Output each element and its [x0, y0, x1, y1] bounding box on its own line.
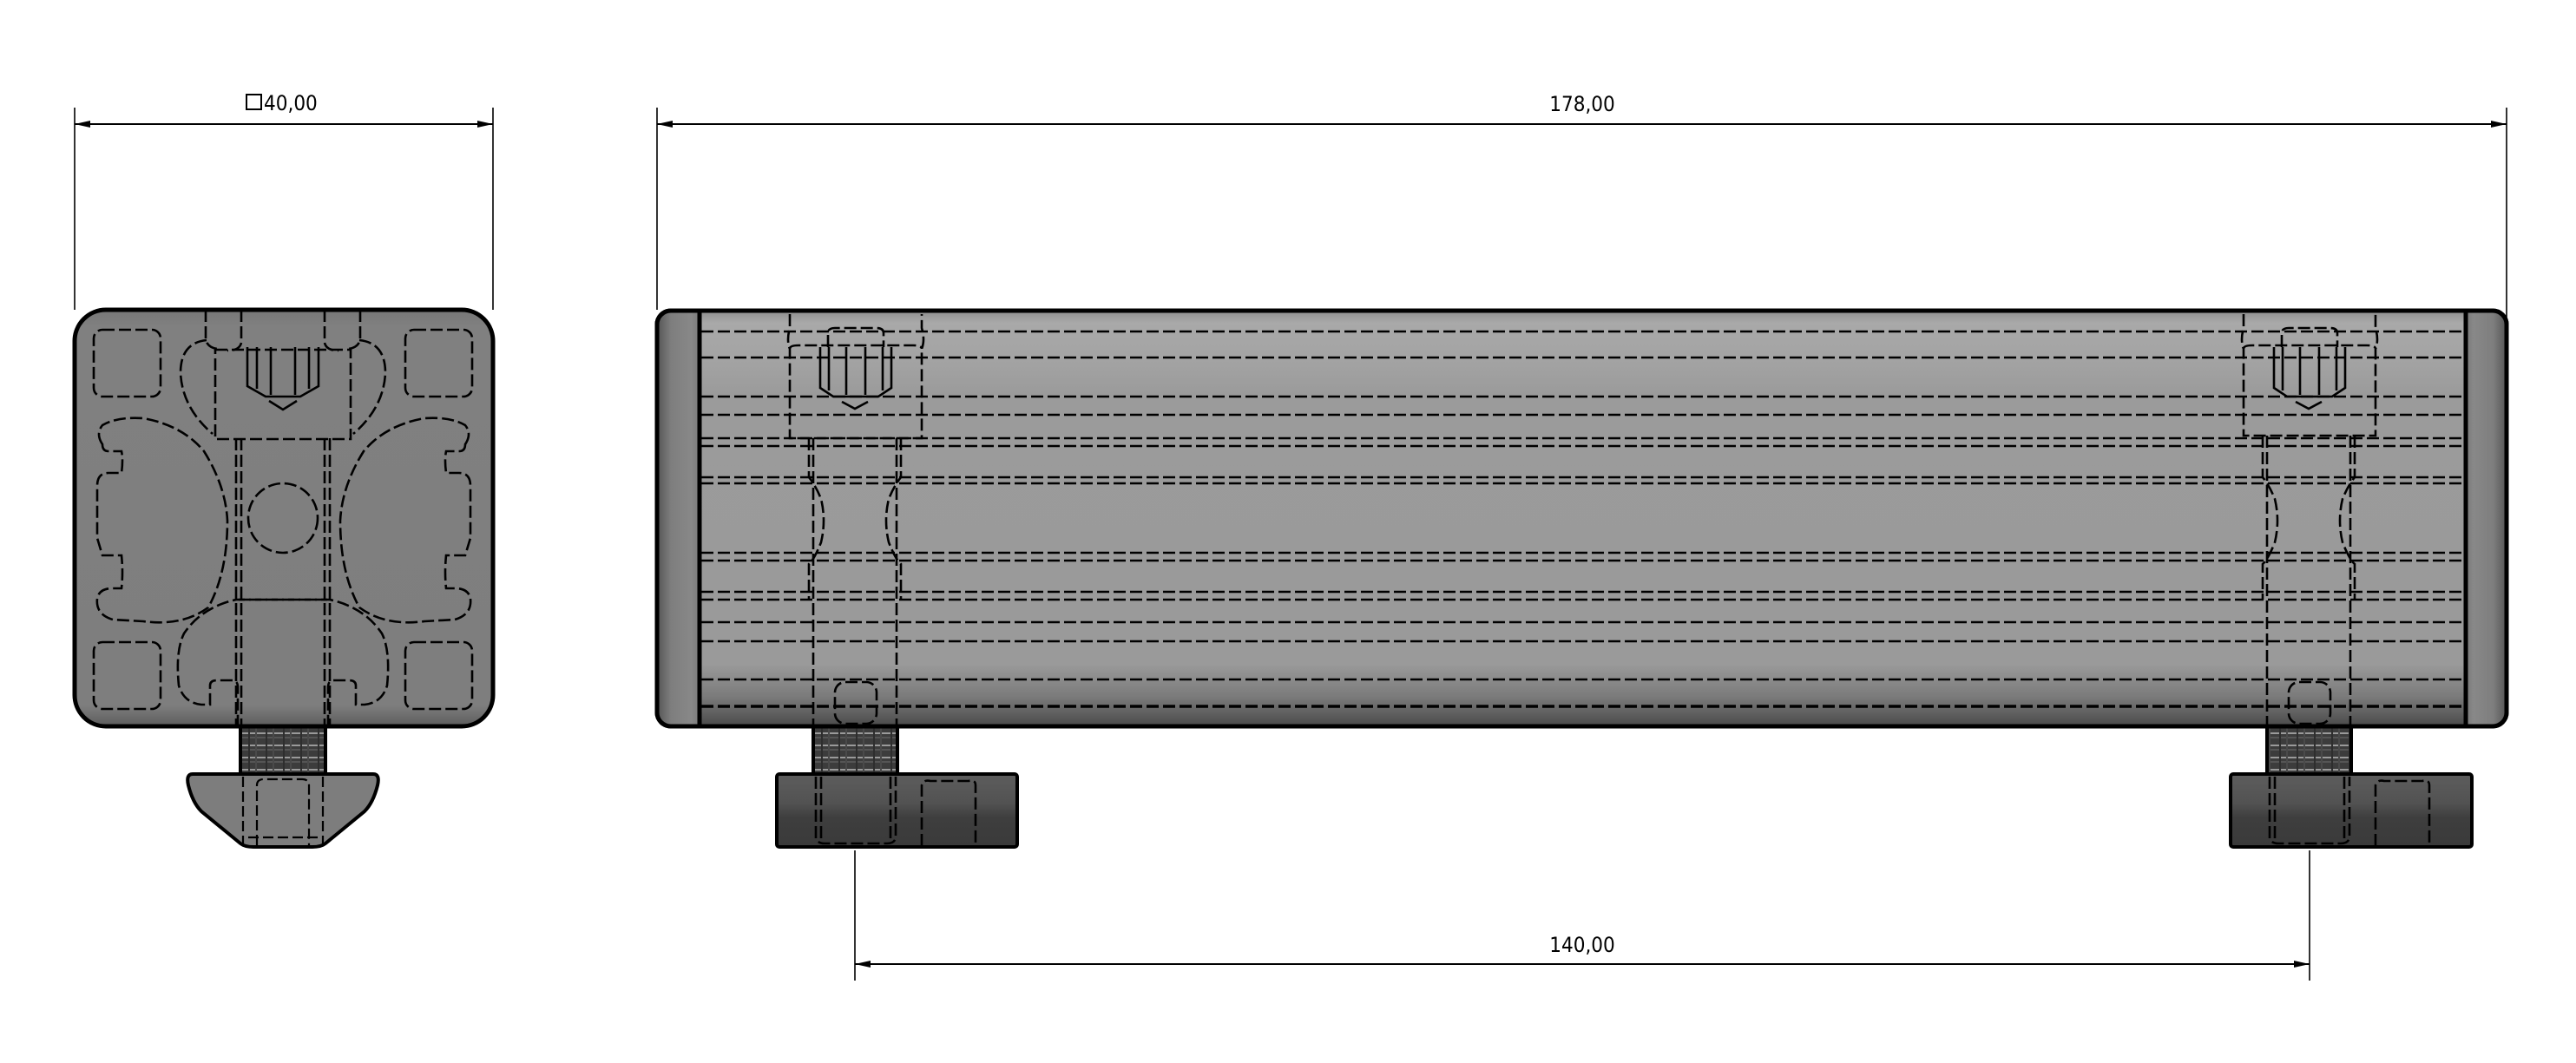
fastener-left-hidden [786, 314, 925, 726]
arrowhead-right [2294, 961, 2310, 968]
arrowhead-right [477, 121, 493, 128]
profile-outline [654, 308, 2509, 729]
t-nut-hidden-lines [814, 777, 2431, 846]
arrowhead-left [75, 121, 90, 128]
t-nut-left [775, 772, 1019, 849]
arrowhead-left [657, 121, 673, 128]
bolt-thread-left [812, 723, 899, 777]
t-nut-hidden-lines [241, 777, 325, 845]
dimension-profile-size: 40,00 [74, 91, 494, 310]
end-cap-left [659, 312, 700, 725]
arrowhead-left [855, 961, 871, 968]
fastener-right-hidden [2240, 314, 2379, 726]
end-cap-right [2466, 312, 2505, 725]
end-view [72, 307, 496, 849]
dimension-text-length: 178,00 [1549, 92, 1615, 116]
arrowhead-right [2491, 121, 2507, 128]
front-view [654, 308, 2509, 849]
profile-end-face [72, 307, 496, 729]
t-nut-right [2229, 772, 2474, 849]
dimension-fastener-spacing: 140,00 [854, 850, 2310, 981]
dimension-text-profile: 40,00 [264, 91, 318, 115]
profile-hidden-lines [701, 330, 2464, 708]
t-nut [186, 772, 380, 849]
bolt-thread-right [2265, 723, 2353, 777]
end-view-hidden-lines [92, 310, 474, 726]
dimension-overall-length: 178,00 [656, 92, 2507, 321]
dimension-text-spacing: 140,00 [1549, 933, 1615, 957]
profile-body [654, 308, 2509, 729]
square-symbol-icon [246, 94, 262, 110]
bolt-thread [239, 723, 327, 777]
